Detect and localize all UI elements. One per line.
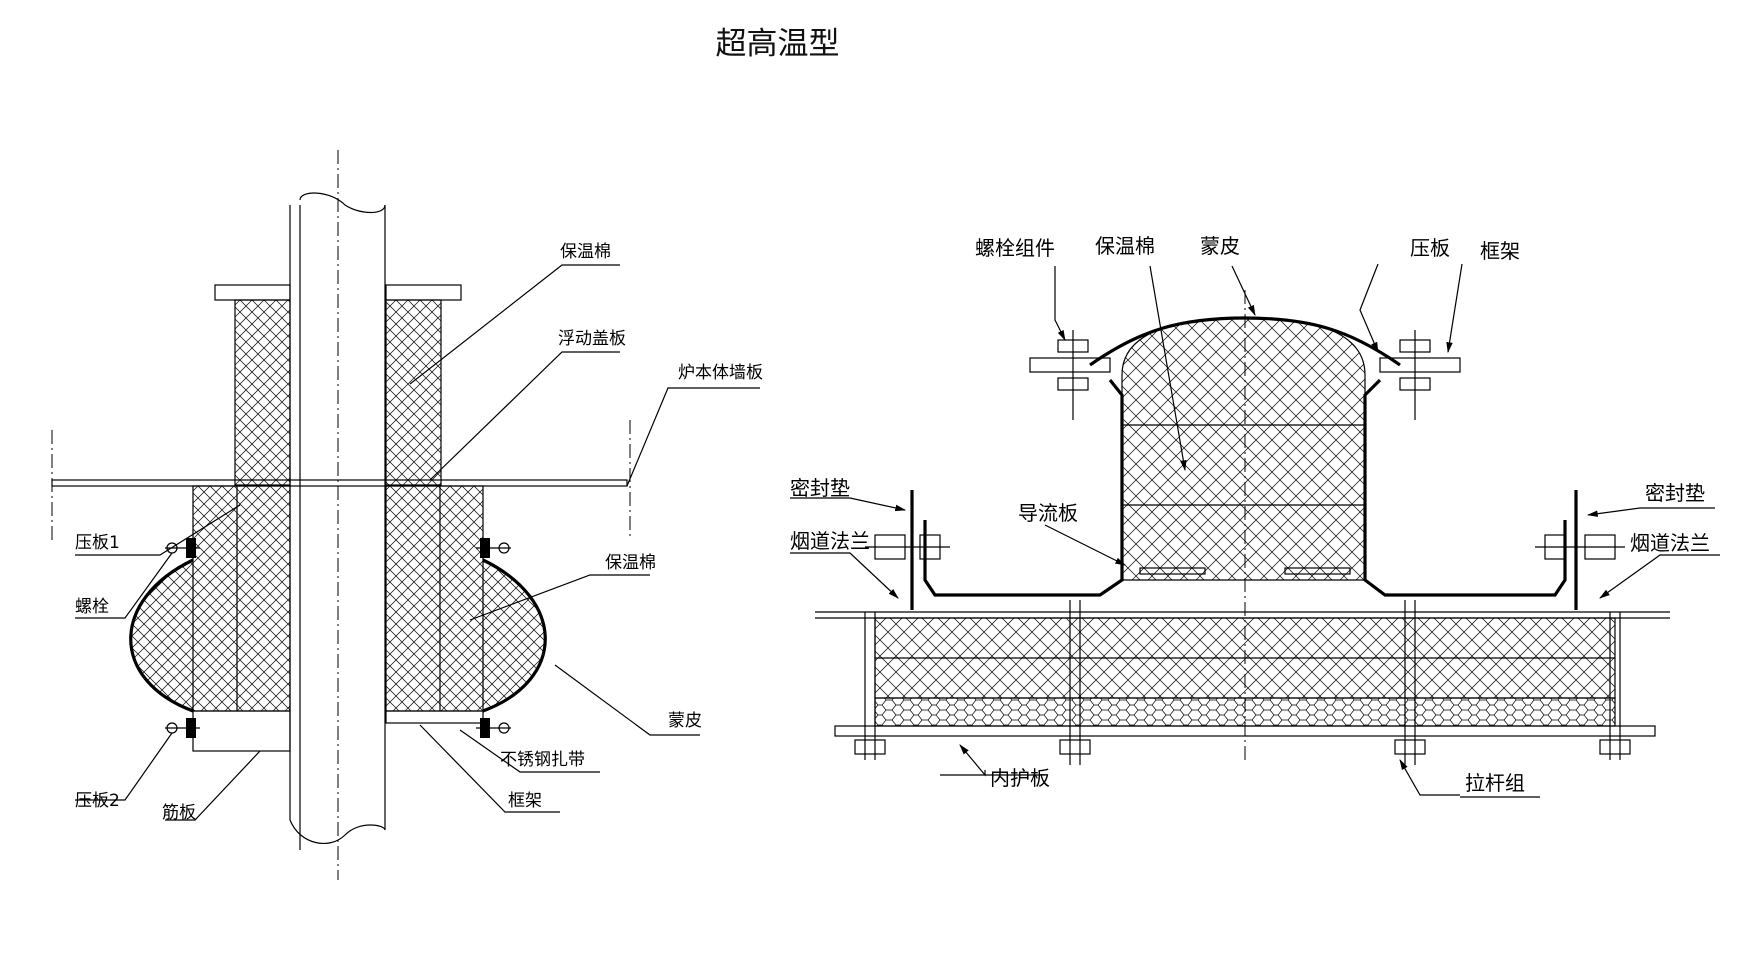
label-flue-flange-left: 烟道法兰 [790,529,870,553]
label-skin: 蒙皮 [668,711,702,731]
label-insulation-mid: 保温棉 [605,553,656,573]
label-insulation-top: 保温棉 [560,242,611,262]
label-flue-flange-right: 烟道法兰 [1630,531,1710,555]
label-bolt-assembly: 螺栓组件 [975,236,1055,260]
label-press-plate-2: 压板2 [75,791,120,811]
flange-bolt-right [1535,534,1625,560]
label-press-plate: 压板 [1410,236,1450,260]
label-seal-right: 密封垫 [1645,481,1705,505]
label-rib-plate: 筋板 [162,803,196,823]
label-skin-right: 蒙皮 [1200,234,1240,258]
left-section-view [51,150,760,880]
label-seal-left: 密封垫 [790,476,850,500]
label-press-plate-1: 压板1 [75,533,120,553]
label-bolt: 螺栓 [75,597,109,617]
label-tie-rod: 拉杆组 [1465,771,1525,795]
label-guide-plate: 导流板 [1018,501,1078,525]
bolt-assembly-right [1399,330,1431,420]
tie-rods [854,600,1631,765]
label-frame: 框架 [508,791,542,811]
bolt-upper-right [476,538,511,558]
label-stainless-band: 不锈钢扎带 [500,750,585,770]
flange-bolt-left [865,534,950,560]
label-furnace-wall: 炉本体墙板 [678,363,763,383]
bolt-lower-right [476,718,511,738]
page-title: 超高温型 [715,26,840,62]
label-frame-right: 框架 [1480,239,1520,263]
label-floating-cover: 浮动盖板 [558,329,626,349]
label-insulation-right: 保温棉 [1095,234,1155,258]
bolt-assembly-left [1057,330,1089,420]
right-section-view [790,263,1720,798]
label-inner-plate: 内护板 [990,766,1050,790]
